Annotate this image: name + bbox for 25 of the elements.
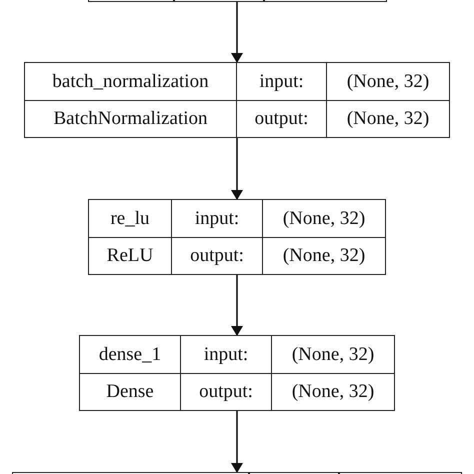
layer-table [79, 335, 395, 411]
field-label: output: [171, 237, 262, 274]
arrow [231, 411, 243, 473]
shape-value: (None, 32) [262, 200, 385, 237]
shape-value: (None, 32) [271, 336, 394, 373]
layer-name: dense_1 [98, 342, 162, 366]
shape-value: (None, 32) [271, 373, 394, 410]
layer-table [24, 62, 450, 138]
shape-value: (None, 32) [326, 63, 449, 100]
shape-value: (None, 32) [262, 237, 385, 274]
shape-value: (None, 32) [326, 100, 449, 137]
layer-type: Dense [80, 373, 180, 410]
field-label: input: [180, 336, 271, 373]
layer-type: BatchNormalization [25, 100, 236, 137]
arrow [231, 275, 243, 336]
field-label: output: [236, 100, 326, 137]
field-label: input: [236, 63, 326, 100]
layer-name: re_lu [109, 206, 151, 230]
layer-name: batch_normalization [51, 70, 210, 94]
arrow [231, 138, 243, 200]
field-label: input: [171, 200, 262, 237]
layer-table [88, 199, 386, 275]
arrow [231, 2, 243, 63]
field-label: output: [180, 373, 271, 410]
layer-type: ReLU [89, 237, 171, 274]
